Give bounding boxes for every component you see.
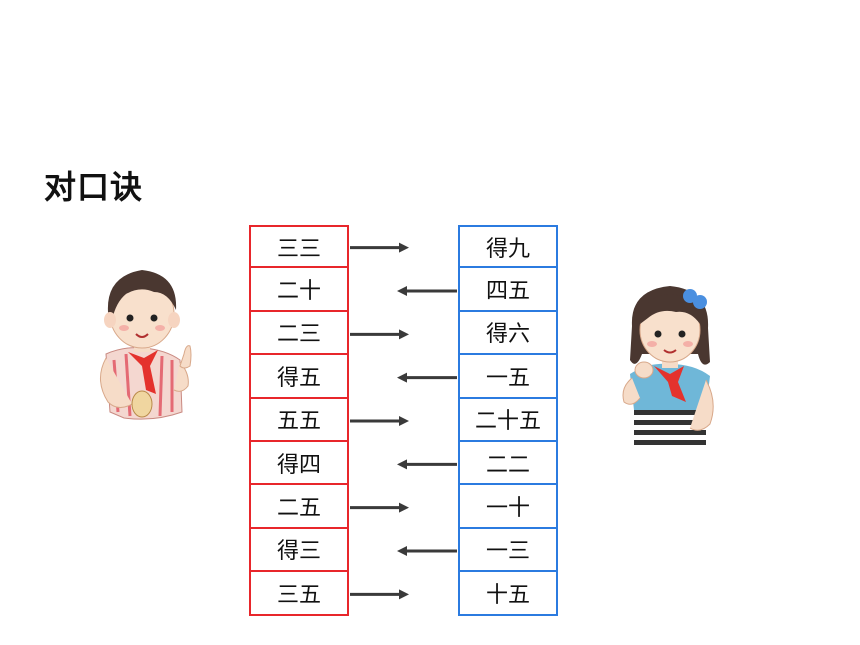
arrow-right bbox=[350, 502, 409, 513]
boy-icon bbox=[100, 270, 192, 420]
left-cell: 得三 bbox=[249, 528, 349, 573]
left-cell: 二三 bbox=[249, 311, 349, 356]
arrow-left bbox=[397, 372, 457, 383]
page-title: 对口诀 bbox=[44, 168, 144, 206]
left-cell: 三三 bbox=[249, 225, 349, 269]
right-cell: 十五 bbox=[458, 572, 558, 616]
left-cell: 五五 bbox=[249, 398, 349, 442]
arrow-right bbox=[350, 329, 409, 340]
right-cell: 二二 bbox=[458, 441, 558, 486]
left-column: 三三 二十 二三 得五 五五 得四 二五 得三 三五 bbox=[249, 225, 349, 616]
right-column: 得九 四五 得六 一五 二十五 二二 一十 一三 十五 bbox=[458, 225, 558, 616]
arrows-layer bbox=[350, 242, 457, 600]
right-cell: 得九 bbox=[458, 225, 558, 269]
arrow-left bbox=[397, 286, 457, 296]
girl-icon bbox=[622, 286, 714, 450]
left-cell: 得五 bbox=[249, 355, 349, 399]
arrow-right bbox=[350, 242, 409, 253]
right-cell: 二十五 bbox=[458, 398, 558, 442]
right-cell: 得六 bbox=[458, 311, 558, 356]
left-cell: 得四 bbox=[249, 441, 349, 486]
arrow-right bbox=[350, 416, 409, 426]
left-cell: 二十 bbox=[249, 268, 349, 312]
left-cell: 三五 bbox=[249, 572, 349, 616]
right-cell: 一三 bbox=[458, 528, 558, 573]
right-cell: 四五 bbox=[458, 268, 558, 312]
right-cell: 一十 bbox=[458, 485, 558, 529]
arrow-left bbox=[397, 546, 457, 556]
arrow-right bbox=[350, 589, 409, 600]
arrow-left bbox=[397, 459, 457, 470]
right-cell: 一五 bbox=[458, 355, 558, 399]
left-cell: 二五 bbox=[249, 485, 349, 529]
